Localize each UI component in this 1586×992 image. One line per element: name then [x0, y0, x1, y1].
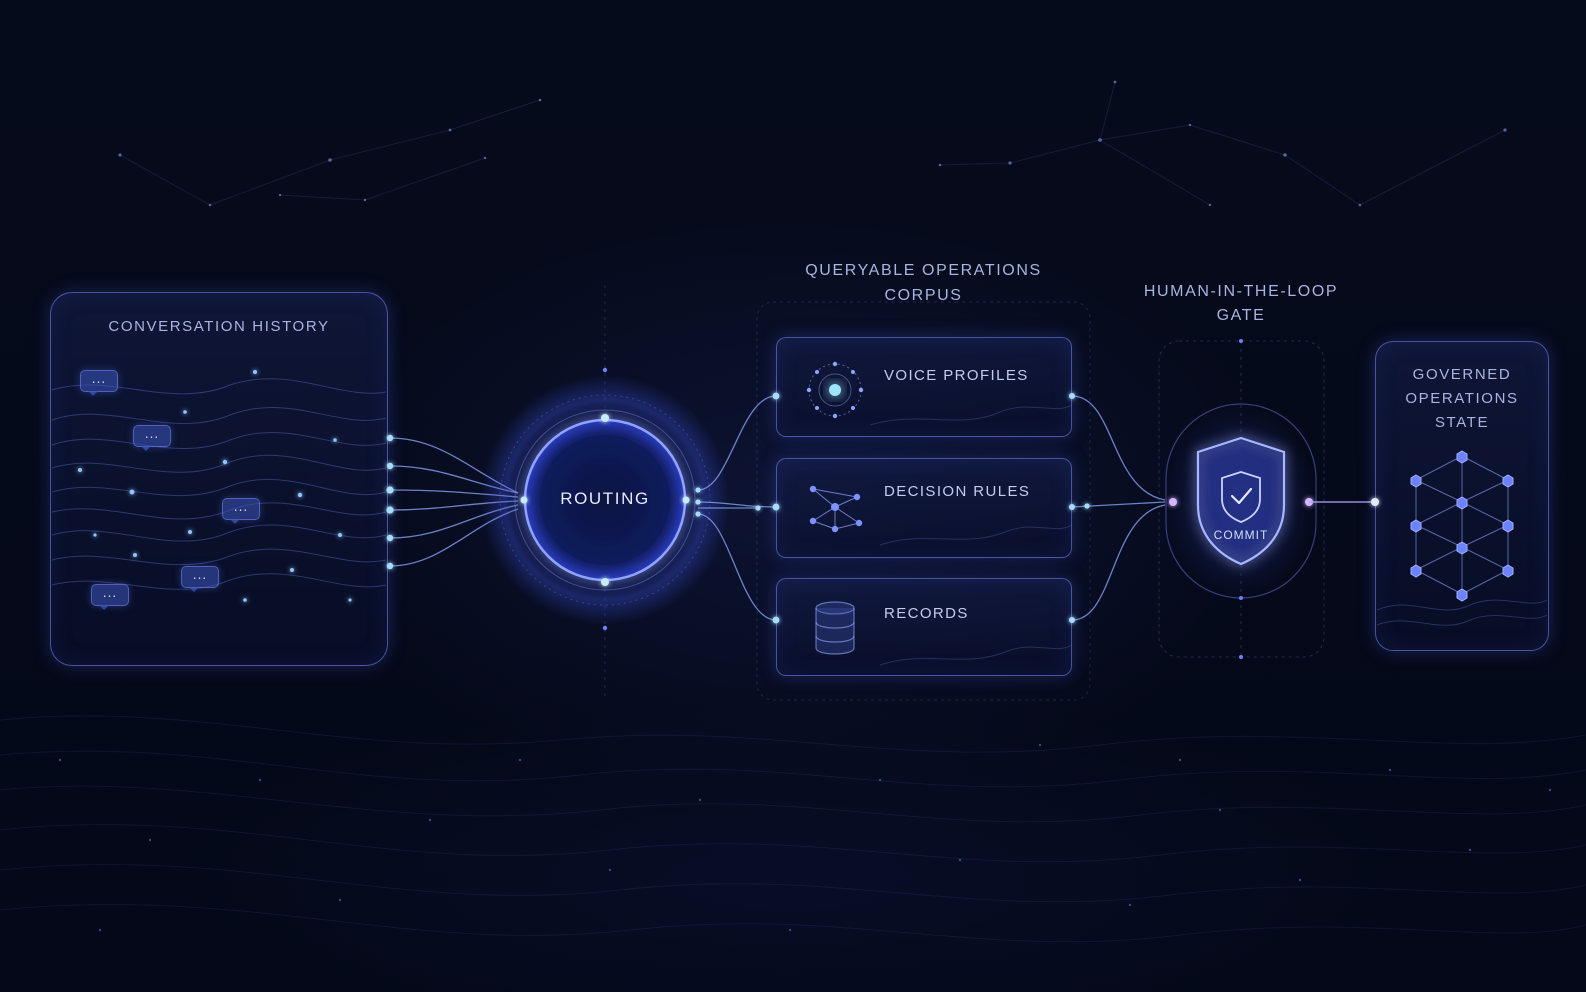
records-label: RECORDS	[884, 605, 969, 622]
corpus-title-line2: CORPUS	[884, 287, 963, 304]
voice-profiles-label: VOICE PROFILES	[884, 367, 1029, 384]
gate-title-line1: HUMAN-IN-THE-LOOP	[1143, 283, 1339, 300]
chat-bubble: ...	[80, 370, 118, 396]
chat-bubble: ...	[91, 584, 129, 610]
routing-label: ROUTING	[560, 489, 650, 508]
conversation-history-title: CONVERSATION HISTORY	[108, 318, 330, 335]
chat-bubble: ...	[181, 566, 219, 592]
commit-label: COMMIT	[1213, 528, 1269, 542]
gate-title-line2: GATE	[1216, 307, 1266, 324]
database-icon	[815, 601, 855, 655]
chat-bubble: ...	[222, 498, 260, 524]
chat-bubble: ...	[133, 425, 171, 451]
corpus-frame	[756, 301, 1091, 701]
governed-title-line2: OPERATIONS	[1405, 390, 1519, 407]
corpus-item-decision-rules[interactable]	[776, 458, 1072, 558]
corpus-item-voice-profiles[interactable]	[776, 337, 1072, 437]
shield-check-icon[interactable]	[1165, 403, 1317, 599]
corpus-title-line1: QUERYABLE OPERATIONS	[805, 262, 1042, 279]
history-output-nodes	[386, 434, 394, 570]
conversation-wave-lines	[51, 378, 387, 590]
radial-network-icon	[806, 361, 864, 419]
hexagon-lattice-icon	[1410, 450, 1514, 602]
governed-title-line3: STATE	[1434, 414, 1490, 431]
routing-node[interactable]	[480, 285, 730, 700]
routing-to-corpus-connectors	[697, 395, 777, 621]
governed-title-line1: GOVERNED	[1412, 366, 1512, 383]
decision-rules-label: DECISION RULES	[884, 483, 1031, 500]
node-graph-icon	[809, 485, 863, 533]
conversation-wave-nodes	[78, 370, 352, 602]
